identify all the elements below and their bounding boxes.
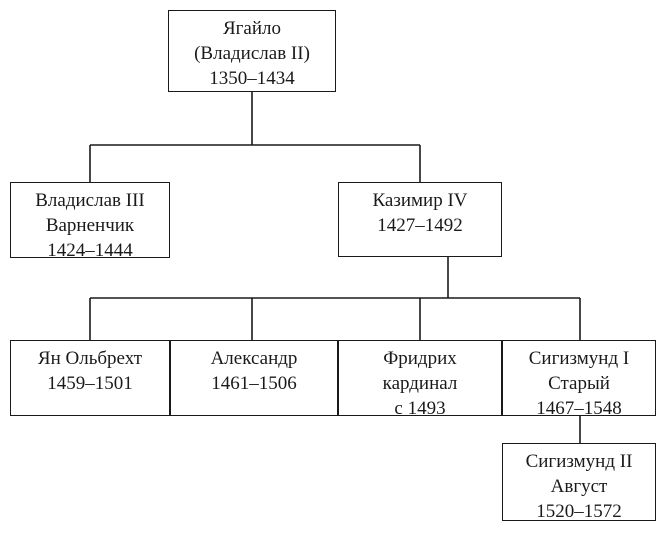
node-frederick-line-1: Фридрих — [383, 348, 457, 369]
node-sigismund2: Сигизмунд II Август 1520–1572 — [502, 443, 656, 522]
node-sigismund2-line-2: Август — [550, 476, 608, 497]
node-sigismund1-line-1: Сигизмунд I — [528, 348, 630, 369]
node-jan-olbracht-line-1: Ян Ольбрехт — [37, 348, 143, 369]
node-casimir4-line-2: 1427–1492 — [377, 215, 463, 236]
node-jagiello-line-1: Ягайло — [222, 18, 282, 39]
node-alexander: Александр 1461–1506 — [170, 340, 338, 416]
node-casimir4-line-1: Казимир IV — [372, 190, 468, 211]
node-jagiello: Ягайло (Владислав II) 1350–1434 — [168, 10, 336, 92]
node-wladyslaw3: Владислав III Варненчик 1424–1444 — [10, 182, 170, 261]
node-wladyslaw3-line-2: Варненчик — [45, 215, 135, 236]
node-jagiello-line-3: 1350–1434 — [209, 68, 295, 89]
node-sigismund1-line-3: 1467–1548 — [536, 398, 622, 419]
node-sigismund1-line-2: Старый — [548, 373, 610, 394]
node-jan-olbracht-line-2: 1459–1501 — [47, 373, 133, 394]
node-sigismund1: Сигизмунд I Старый 1467–1548 — [502, 340, 656, 419]
node-wladyslaw3-line-1: Владислав III — [35, 190, 145, 211]
node-wladyslaw3-line-3: 1424–1444 — [47, 240, 133, 261]
node-frederick-line-3: с 1493 — [394, 398, 446, 419]
node-casimir4: Казимир IV 1427–1492 — [338, 182, 502, 257]
node-jan-olbracht: Ян Ольбрехт 1459–1501 — [10, 340, 170, 416]
node-frederick: Фридрих кардинал с 1493 — [338, 340, 502, 419]
node-alexander-line-1: Александр — [210, 348, 298, 369]
node-sigismund2-line-3: 1520–1572 — [536, 501, 622, 522]
node-alexander-line-2: 1461–1506 — [211, 373, 297, 394]
node-jagiello-line-2: (Владислав II) — [194, 43, 310, 64]
node-sigismund2-line-1: Сигизмунд II — [525, 451, 633, 472]
node-frederick-line-2: кардинал — [382, 373, 458, 394]
